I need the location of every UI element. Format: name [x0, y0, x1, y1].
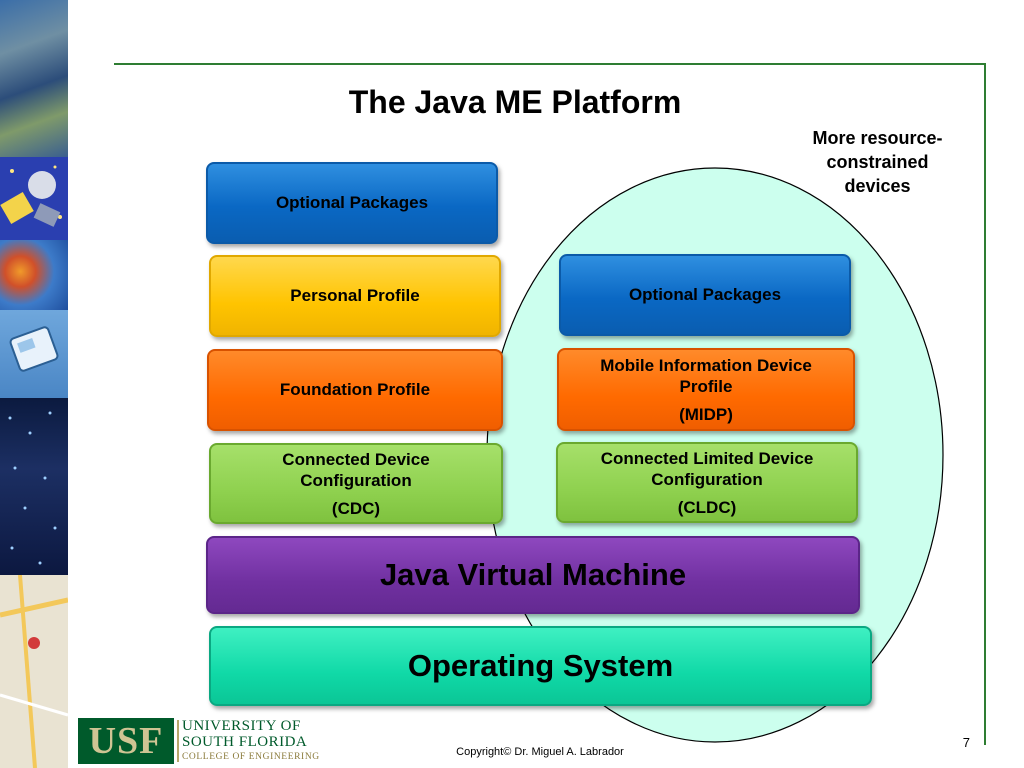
cdc-optional-packages-block: Optional Packages: [206, 162, 498, 244]
operating-system-block: Operating System: [209, 626, 872, 706]
logo-line-1: UNIVERSITY OF: [182, 718, 301, 734]
cldc-optional-packages-block: Optional Packages: [559, 254, 851, 336]
jvm-block: Java Virtual Machine: [206, 536, 860, 614]
page-number: 7: [962, 735, 970, 750]
brain-scan-image: [0, 240, 68, 310]
logo-line-2: SOUTH FLORIDA: [182, 734, 308, 750]
block-label: Foundation Profile: [279, 380, 431, 399]
road-map-image: [0, 575, 68, 768]
block-label: Personal Profile: [290, 286, 420, 305]
block-label: Optional Packages: [628, 285, 782, 304]
frame-right-line: [984, 63, 986, 745]
block-label: Optional Packages: [275, 193, 429, 212]
block-label: Operating System: [407, 648, 674, 683]
block-sublabel: (CLDC): [677, 497, 737, 517]
logo-line-3: COLLEGE OF ENGINEERING: [182, 752, 320, 762]
logo-divider: [177, 720, 179, 762]
block-label: Connected Device Configuration: [282, 449, 430, 490]
foundation-profile-block: Foundation Profile: [207, 349, 503, 431]
mobile-phone-image: [0, 310, 68, 398]
block-label: Java Virtual Machine: [379, 557, 687, 592]
satellite-clipart-image: [0, 157, 68, 240]
cldc-configuration-block: Connected Limited Device Configuration (…: [556, 442, 858, 523]
constrained-devices-caption: More resource-constrained devices: [812, 128, 943, 196]
block-sublabel: (MIDP): [679, 404, 733, 424]
network-lights-image: [0, 398, 68, 575]
cdc-configuration-block: Connected Device Configuration (CDC): [209, 443, 503, 524]
usf-logo-mark: USF: [78, 718, 174, 764]
satellite-map-image: [0, 0, 68, 157]
slide-title: The Java ME Platform: [348, 84, 682, 120]
midp-profile-block: Mobile Information Device Profile (MIDP): [557, 348, 855, 431]
block-label: Mobile Information Device Profile: [600, 355, 812, 396]
personal-profile-block: Personal Profile: [209, 255, 501, 337]
decorative-image-strip: [0, 0, 68, 768]
block-label: Connected Limited Device Configuration: [600, 448, 814, 489]
usf-logo: USF UNIVERSITY OF SOUTH FLORIDA COLLEGE …: [78, 718, 320, 764]
copyright-text: Copyright© Dr. Miguel A. Labrador: [456, 746, 624, 758]
block-sublabel: (CDC): [331, 498, 381, 518]
frame-top-line: [114, 63, 986, 65]
